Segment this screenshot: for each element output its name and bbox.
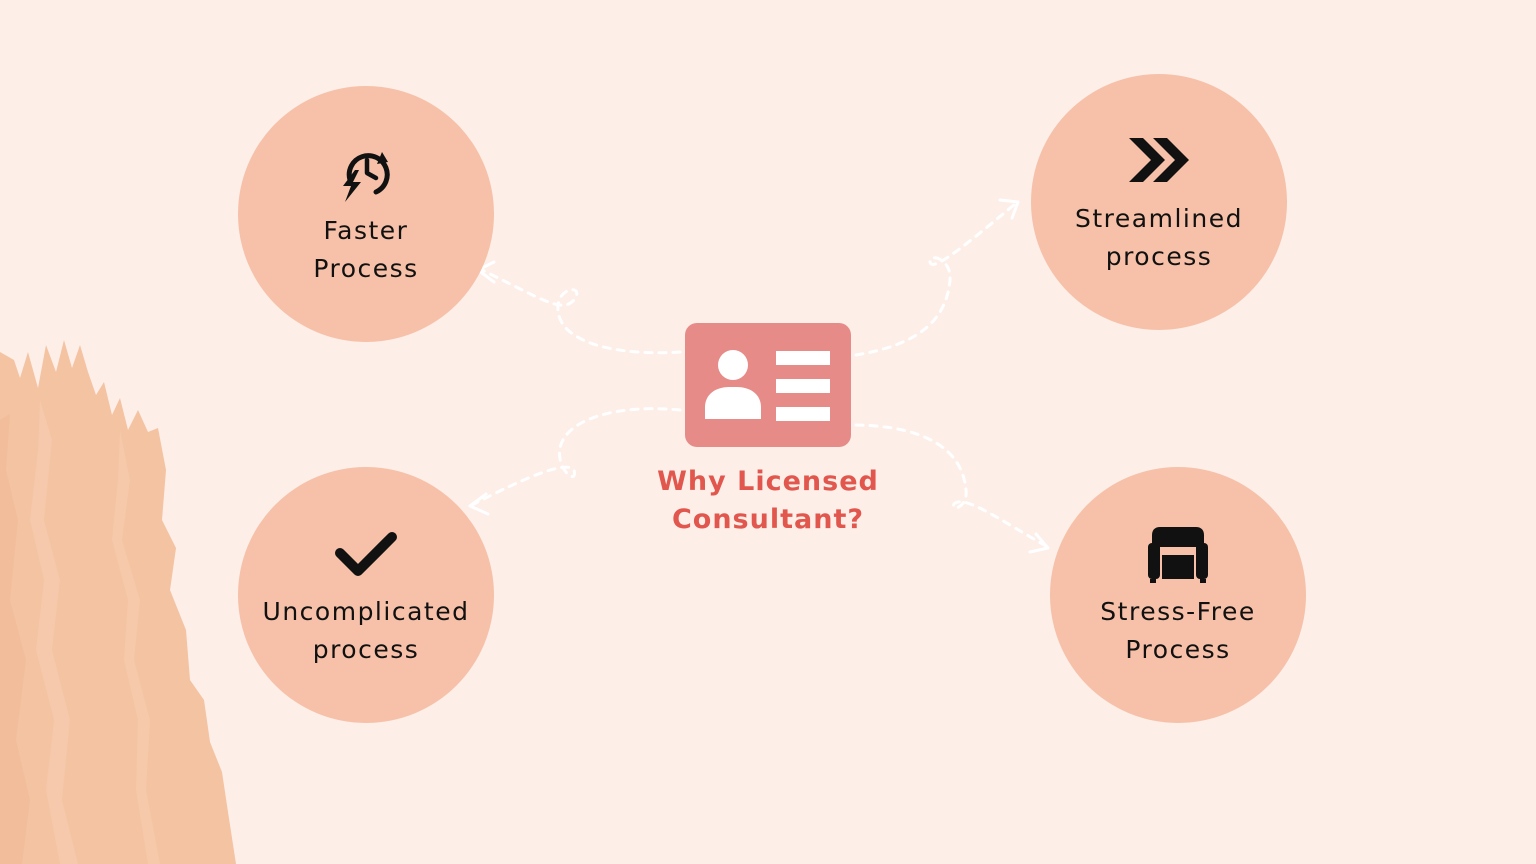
- node-label: Streamlined process: [1044, 200, 1274, 276]
- arrowhead-streamlined: [998, 198, 1020, 220]
- node-label-line2: Process: [1125, 635, 1231, 664]
- node-label-line2: Process: [313, 254, 419, 283]
- checkmark-icon: [335, 532, 397, 576]
- node-label: Stress-Free Process: [1063, 593, 1293, 669]
- id-card-icon: [685, 323, 851, 447]
- node-streamlined-process: Streamlined process: [1031, 74, 1287, 330]
- node-label-line2: process: [312, 635, 420, 664]
- connector-faster: [480, 268, 682, 355]
- node-label: Faster Process: [251, 212, 481, 288]
- node-label-line2: process: [1105, 242, 1213, 271]
- clock-bolt-icon: [343, 152, 390, 202]
- arrowhead-stressfree: [1028, 532, 1050, 554]
- connector-streamlined: [854, 202, 1017, 357]
- center-title-line1: Why Licensed: [657, 466, 879, 497]
- node-label-line1: Faster: [323, 216, 409, 245]
- connector-uncomplicated: [470, 407, 682, 507]
- armchair-icon: [1148, 527, 1208, 583]
- connector-stressfree: [854, 423, 1048, 548]
- center-title: Why Licensed Consultant?: [610, 463, 926, 539]
- node-stress-free-process: Stress-Free Process: [1050, 467, 1306, 723]
- node-label-line1: Streamlined: [1075, 204, 1243, 233]
- center-title-line2: Consultant?: [671, 504, 865, 535]
- node-label-line1: Uncomplicated: [262, 597, 470, 626]
- node-faster-process: Faster Process: [238, 86, 494, 342]
- arrowhead-uncomplicated: [468, 492, 490, 516]
- double-chevron-right-icon: [1129, 138, 1189, 182]
- node-uncomplicated-process: Uncomplicated process: [238, 467, 494, 723]
- id-card-glyph: [705, 350, 830, 421]
- node-label: Uncomplicated process: [251, 593, 481, 669]
- node-label-line1: Stress-Free: [1100, 597, 1256, 626]
